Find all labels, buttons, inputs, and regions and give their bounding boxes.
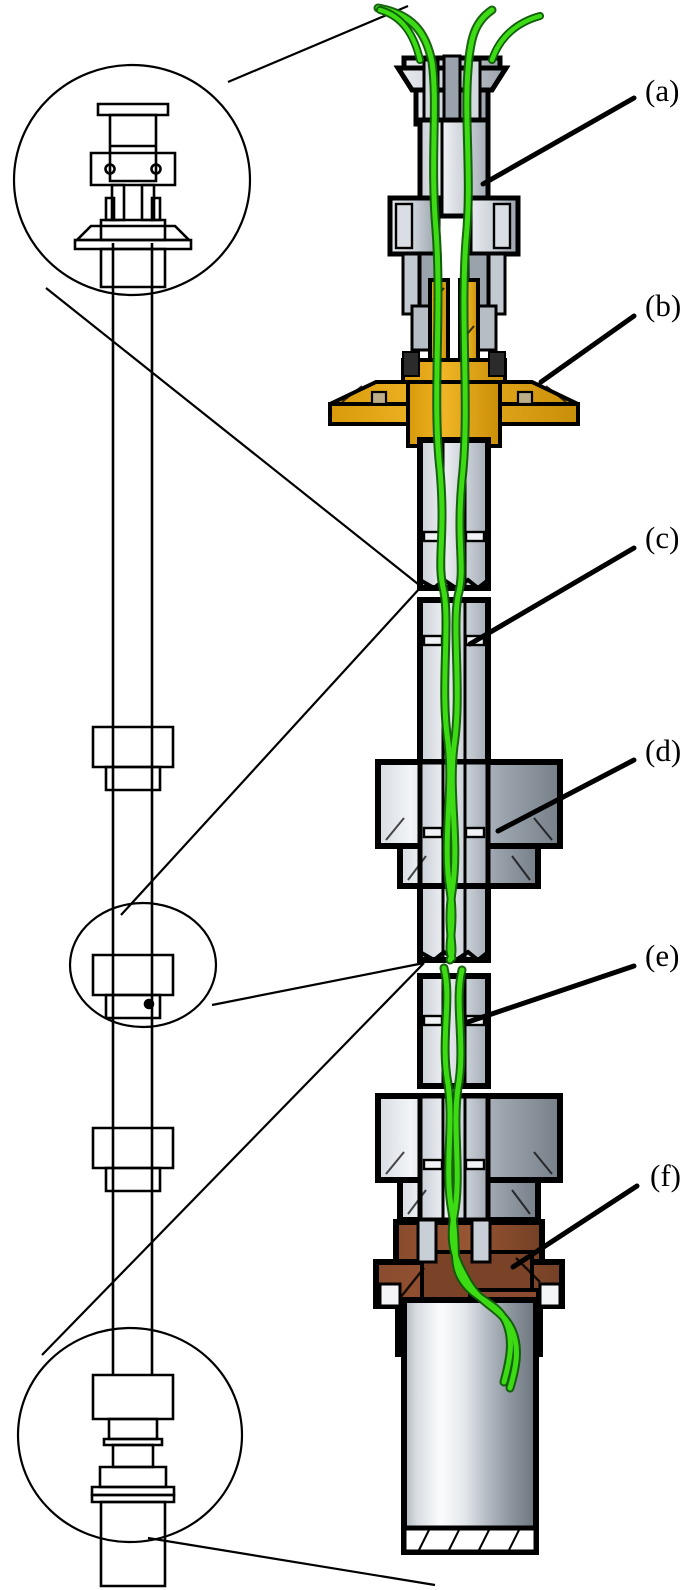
lower-coupling-union	[375, 1093, 563, 1223]
label-c: (c)	[645, 520, 680, 555]
middle-detail-circle	[68, 901, 218, 1029]
label-b: (b)	[645, 288, 682, 323]
overview-detail-connector-lines	[41, 4, 436, 1587]
bolted-flange-joint	[387, 195, 521, 352]
leader-f	[510, 1183, 640, 1270]
label-a: (a)	[645, 73, 680, 108]
overview-collar-3	[91, 1126, 175, 1193]
label-leader-lines	[465, 95, 640, 1270]
bottom-detail-circle	[16, 1326, 244, 1544]
right-detailed-cutaway	[328, 3, 580, 1555]
lower-tube-section	[417, 973, 491, 1089]
top-head-assembly	[393, 54, 511, 128]
tube-below-brass	[417, 437, 491, 591]
overview-top-head	[73, 102, 193, 289]
leader-e	[465, 963, 637, 1025]
label-d: (d)	[645, 733, 682, 768]
brass-cf-flange	[328, 278, 580, 448]
green-instrumentation-wires	[373, 3, 544, 1393]
leader-c	[467, 545, 637, 647]
leader-a	[480, 95, 637, 187]
upper-coupling-union	[375, 759, 563, 889]
label-f: (f)	[650, 1158, 681, 1193]
overview-shaft	[111, 243, 154, 1375]
overview-collar-1	[91, 725, 175, 792]
top-detail-circle	[12, 63, 252, 297]
label-e: (e)	[645, 938, 680, 973]
left-overview-line-drawing	[12, 63, 252, 1588]
overview-tip-assembly	[90, 1373, 176, 1588]
bottom-cylindrical-housing	[401, 1297, 539, 1555]
overview-collar-2	[91, 953, 175, 1020]
leader-d	[495, 757, 637, 834]
leader-b	[538, 313, 637, 385]
